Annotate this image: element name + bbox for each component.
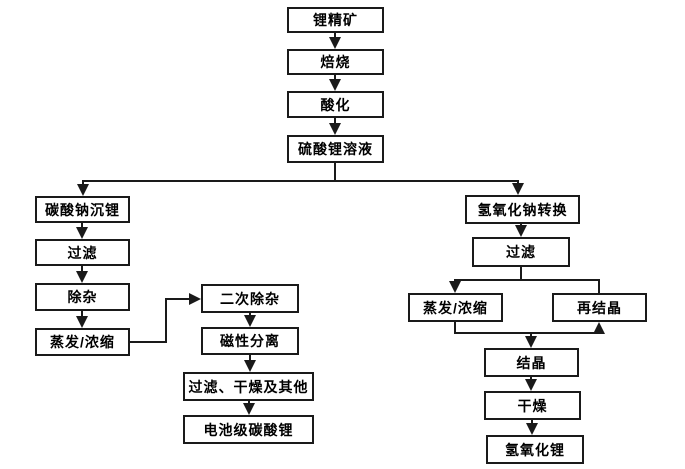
node-label-sodium-hydroxide-conversion: 氢氧化钠转换 — [477, 201, 568, 218]
node-label-impurity-removal: 除杂 — [67, 289, 98, 305]
flowchart-node-filtration-left: 过滤 — [35, 239, 130, 266]
flowchart-node-filtration-drying-others: 过滤、干燥及其他 — [183, 372, 314, 401]
flowchart-node-lithium-sulfate-solution: 硫酸锂溶液 — [287, 135, 384, 163]
flowchart-node-magnetic-separation: 磁性分离 — [201, 327, 299, 355]
flowchart-node-evaporation-concentration-right: 蒸发/浓缩 — [408, 293, 503, 322]
flowchart-node-sodium-hydroxide-conversion: 氢氧化钠转换 — [465, 195, 580, 224]
flowchart-node-sodium-carbonate-precipitation: 碳酸钠沉锂 — [35, 196, 130, 223]
flowchart-node-lithium-hydroxide: 氢氧化锂 — [486, 435, 584, 464]
node-label-filtration-right: 过滤 — [506, 244, 536, 260]
edge-solution-to-sodium-carbonate — [77, 163, 336, 196]
flowchart-node-crystallization: 结晶 — [484, 348, 579, 377]
node-label-lithium-sulfate-solution: 硫酸锂溶液 — [298, 141, 373, 157]
node-label-magnetic-separation: 磁性分离 — [220, 333, 280, 349]
edge-filtration-right-to-evaporation-right — [449, 267, 522, 293]
node-label-battery-grade-lithium-carbonate: 电池级碳酸锂 — [203, 421, 294, 438]
edge-evaporation-left-to-secondary — [130, 293, 201, 343]
flowchart-node-drying: 干燥 — [484, 391, 581, 420]
flowchart-node-battery-grade-lithium-carbonate: 电池级碳酸锂 — [183, 415, 314, 444]
flowchart-node-impurity-removal: 除杂 — [35, 283, 130, 311]
flowchart-node-lithium-concentrate: 锂精矿 — [287, 7, 384, 33]
node-label-roasting: 焙烧 — [320, 54, 351, 70]
flowchart-node-filtration-right: 过滤 — [472, 237, 570, 267]
node-label-filtration-left: 过滤 — [67, 244, 98, 261]
node-label-lithium-concentrate: 锂精矿 — [313, 12, 358, 28]
flowchart-node-secondary-impurity-removal: 二次除杂 — [201, 284, 299, 313]
node-label-drying: 干燥 — [517, 397, 548, 414]
node-label-crystallization: 结晶 — [516, 354, 547, 371]
flowchart-node-evaporation-concentration-left: 蒸发/浓缩 — [35, 328, 130, 356]
flowchart-node-recrystallization: 再结晶 — [552, 293, 647, 322]
edge-solution-to-sodium-hydroxide — [335, 180, 524, 195]
node-label-evaporation-concentration-right: 蒸发/浓缩 — [423, 299, 488, 316]
edge-filtration-right-to-recrystallization — [521, 279, 600, 293]
node-label-recrystallization: 再结晶 — [577, 299, 622, 316]
node-label-filtration-drying-others: 过滤、干燥及其他 — [188, 378, 309, 395]
node-label-evaporation-concentration-left: 蒸发/浓缩 — [50, 334, 115, 350]
node-label-acidification: 酸化 — [320, 96, 351, 113]
node-label-sodium-carbonate-precipitation: 碳酸钠沉锂 — [45, 201, 120, 218]
flowchart-node-acidification: 酸化 — [287, 91, 384, 118]
edge-evaporation-right-to-recrystallization — [454, 322, 605, 334]
flowchart-node-roasting: 焙烧 — [287, 49, 384, 75]
node-label-secondary-impurity-removal: 二次除杂 — [220, 290, 280, 307]
node-label-lithium-hydroxide: 氢氧化锂 — [505, 441, 565, 458]
